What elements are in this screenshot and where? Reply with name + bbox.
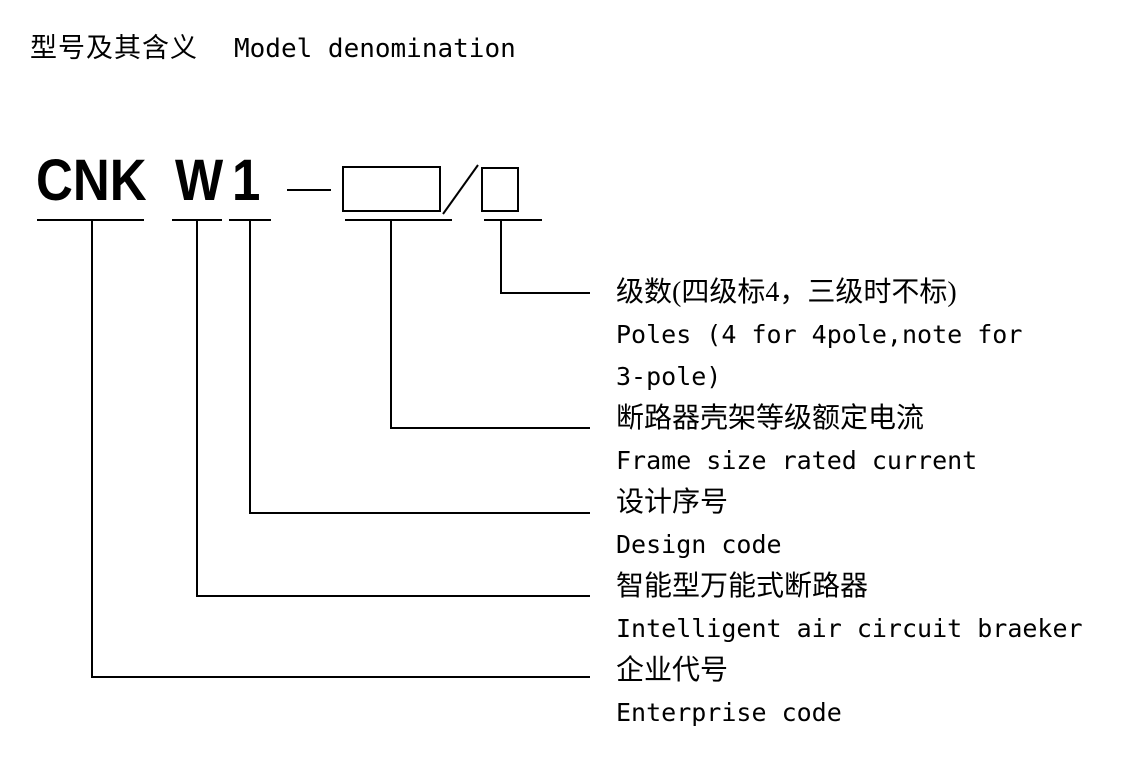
page-title-english: Model denomination: [234, 34, 516, 64]
underline-frame-size: [345, 219, 452, 221]
annotation-frame-size: 断路器壳架等级额定电流 Frame size rated current: [616, 398, 977, 482]
leader-horizontal-enterprise: [91, 676, 590, 678]
model-code-design: 1: [232, 148, 261, 213]
annotation-poles-chinese: 级数(四级标4，三级时不标): [616, 277, 957, 308]
frame-size-box: [342, 166, 441, 212]
annotation-product: 智能型万能式断路器 Intelligent air circuit braeke…: [616, 566, 1083, 650]
annotation-poles: 级数(四级标4，三级时不标) Poles (4 for 4pole,note f…: [616, 272, 1022, 398]
annotation-enterprise-english: Enterprise code: [616, 698, 842, 727]
annotation-design-code: 设计序号 Design code: [616, 482, 782, 566]
annotation-poles-english-line2: 3-pole): [616, 362, 722, 391]
leader-vertical-enterprise: [91, 219, 93, 678]
annotation-frame-size-english: Frame size rated current: [616, 446, 978, 475]
annotation-poles-english-line1: Poles (4 for 4pole,note for: [616, 320, 1023, 349]
leader-horizontal-frame-size: [390, 427, 590, 429]
leader-horizontal-product: [196, 595, 590, 597]
model-code-product: W: [175, 148, 224, 213]
annotation-product-english: Intelligent air circuit braeker: [616, 614, 1083, 643]
leader-vertical-poles: [500, 219, 502, 294]
model-code-enterprise: CNK: [36, 148, 147, 213]
annotation-design-code-chinese: 设计序号: [616, 487, 729, 518]
leader-vertical-product: [196, 219, 198, 597]
underline-enterprise: [37, 219, 144, 221]
leader-vertical-frame-size: [390, 219, 392, 429]
annotation-product-chinese: 智能型万能式断路器: [616, 571, 869, 602]
page-title-chinese: 型号及其含义: [30, 33, 198, 63]
leader-horizontal-poles: [500, 292, 590, 294]
leader-vertical-design: [249, 219, 251, 514]
leader-horizontal-design: [249, 512, 590, 514]
model-code-dash: [287, 189, 331, 191]
poles-box: [481, 167, 519, 212]
annotation-design-code-english: Design code: [616, 530, 782, 559]
underline-poles: [484, 219, 542, 221]
annotation-frame-size-chinese: 断路器壳架等级额定电流: [616, 403, 925, 434]
annotation-enterprise-chinese: 企业代号: [616, 655, 729, 686]
annotation-enterprise: 企业代号 Enterprise code: [616, 650, 842, 734]
model-code-slash: [442, 164, 479, 215]
page-title: 型号及其含义 Model denomination: [30, 26, 516, 65]
